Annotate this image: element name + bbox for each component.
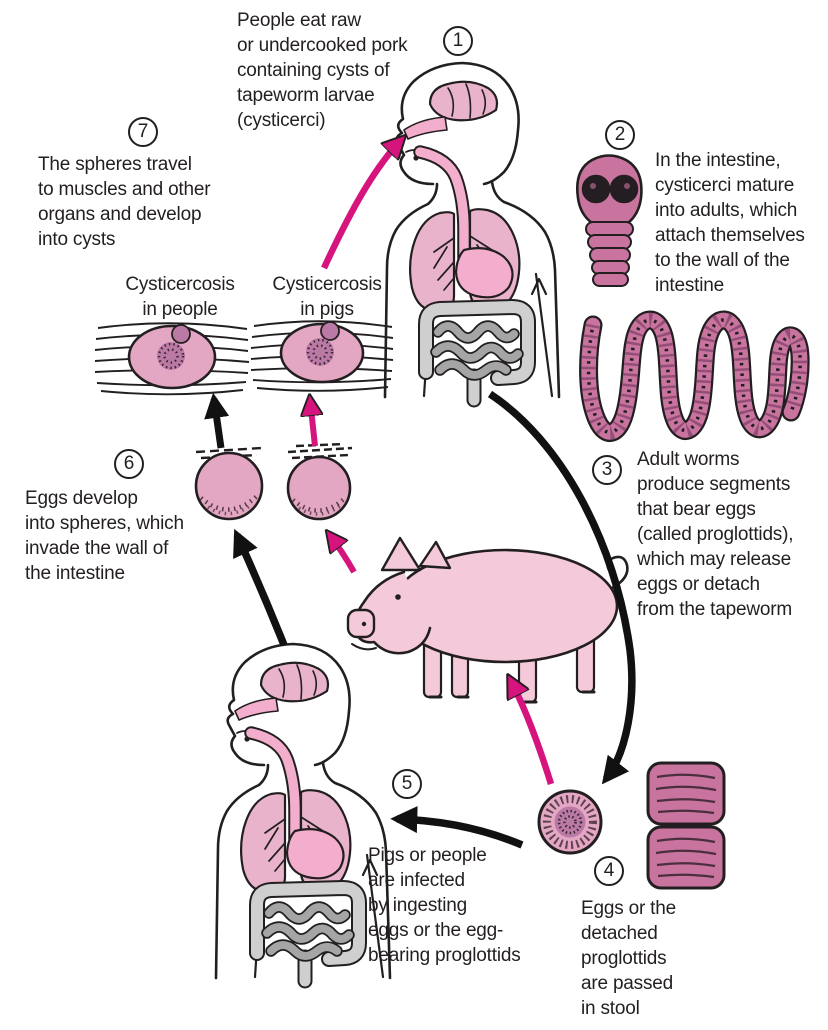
arrow-human-to-sphere-black bbox=[233, 528, 288, 647]
step-2-number-badge: 2 bbox=[605, 120, 635, 150]
invasion-sphere-right-illustration bbox=[286, 442, 353, 521]
step-1-number-badge: 1 bbox=[443, 26, 473, 56]
muscle-cyst-pig-illustration bbox=[250, 320, 394, 392]
arrow-sphere-to-people-cyst-black bbox=[204, 392, 230, 449]
muscle-cyst-people-illustration bbox=[94, 322, 250, 396]
lower-human-figure-illustration bbox=[216, 644, 390, 981]
step-5-number-badge: 5 bbox=[392, 769, 422, 799]
step-2-text: In the intestine, cysticerci mature into… bbox=[655, 150, 805, 296]
arrow-adult-to-egg-black bbox=[487, 390, 636, 785]
step-4-number-badge: 4 bbox=[594, 856, 624, 886]
step-6-text: Eggs develop into spheres, which invade … bbox=[25, 488, 184, 584]
invasion-sphere-left-illustration bbox=[194, 446, 264, 521]
arrow-pig-to-sphere-magenta bbox=[329, 534, 357, 574]
arrow-sphere-to-pig-cyst-magenta bbox=[310, 399, 315, 447]
coiled-adult-tapeworm-illustration bbox=[579, 310, 810, 442]
step-1-text: People eat raw or undercooked pork conta… bbox=[237, 10, 408, 131]
step-4-text: Eggs or the detached proglottids are pas… bbox=[581, 898, 676, 1019]
upper-human-figure-illustration bbox=[385, 63, 559, 400]
step-5-text: Pigs or people are infected by ingesting… bbox=[368, 845, 521, 966]
step-7-text: The spheres travel to muscles and other … bbox=[38, 154, 211, 250]
step-7-number-badge: 7 bbox=[128, 117, 158, 147]
label-cysticercosis-pigs: Cysticercosis in pigs bbox=[272, 274, 382, 320]
label-cysticercosis-people: Cysticercosis in people bbox=[125, 274, 235, 320]
pig-illustration bbox=[346, 536, 629, 704]
arrow-ingestion-magenta bbox=[321, 139, 402, 270]
arrow-egg-to-human-black bbox=[390, 806, 524, 849]
step-6-number-badge: 6 bbox=[114, 449, 144, 479]
arrow-egg-to-pig-magenta bbox=[510, 679, 555, 785]
detached-proglottids-illustration bbox=[646, 761, 726, 890]
step-3-number-badge: 3 bbox=[592, 455, 622, 485]
tapeworm-egg-illustration bbox=[537, 789, 603, 855]
tapeworm-scolex-illustration bbox=[576, 154, 643, 287]
step-3-text: Adult worms produce segments that bear e… bbox=[637, 449, 794, 620]
